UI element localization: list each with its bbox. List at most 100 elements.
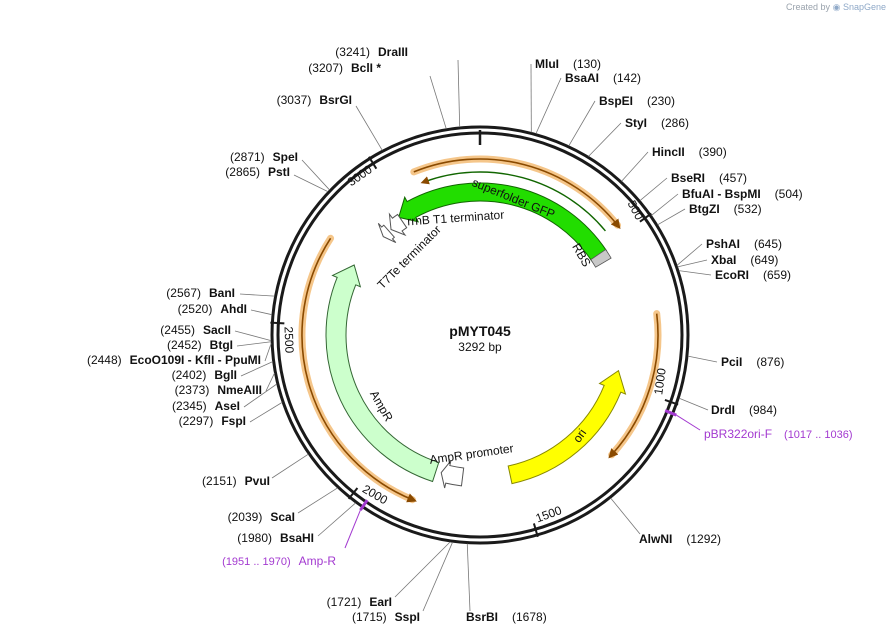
site-position: (1980) (237, 531, 272, 545)
primer-name: pBR322ori-F (704, 427, 772, 441)
site-leader-line (264, 343, 272, 362)
site-position: (3207) (308, 61, 343, 75)
restriction-site-label[interactable]: (2039) ScaI (228, 510, 295, 524)
tick-mark (664, 399, 679, 406)
site-name: HincII (652, 145, 685, 159)
site-leader-line (429, 75, 447, 129)
restriction-site-label[interactable]: StyI (286) (625, 116, 689, 130)
restriction-site-label[interactable]: (2345)AseI (172, 399, 240, 413)
restriction-site-label[interactable]: HincII (390) (652, 145, 727, 159)
restriction-site-label[interactable]: XbaI(649) (711, 253, 778, 267)
site-position: (1721) (327, 595, 362, 609)
restriction-site-label[interactable]: (2520)AhdI (178, 302, 247, 316)
restriction-site-label[interactable]: BseRI(457) (671, 171, 747, 185)
restriction-site-label[interactable]: BsaAI(142) (565, 71, 641, 85)
primer-label[interactable]: (1951 .. 1970)Amp-R (222, 554, 336, 568)
site-leader-line (293, 174, 329, 193)
tick-label: 2500 (282, 326, 297, 353)
site-name: XbaI (711, 253, 736, 267)
site-leader-line (535, 77, 562, 134)
site-name: MluI (535, 57, 559, 71)
restriction-site-label[interactable]: (2151) PvuI (202, 474, 270, 488)
restriction-site-label[interactable]: (2448)EcoO109I - KflI - PpuMI (87, 353, 261, 367)
feature-rbs[interactable] (590, 248, 612, 268)
restriction-site-label[interactable]: (3207)BclI * (308, 61, 381, 75)
site-position: (2373) (175, 383, 210, 397)
site-leader-line (568, 100, 596, 147)
site-leader-line (466, 543, 471, 612)
site-name: BtgZI (689, 202, 720, 216)
restriction-site-label[interactable]: BfuAI - BspMI(504) (682, 187, 803, 201)
features (325, 182, 627, 489)
site-leader-line (610, 497, 641, 535)
restriction-site-label[interactable]: (3037)BsrGI (277, 93, 352, 107)
site-position: (984) (749, 403, 777, 417)
site-position: (2448) (87, 353, 122, 367)
site-leader-line (678, 270, 712, 276)
primer-leader-line (344, 509, 361, 549)
site-name: FspI (221, 414, 246, 428)
feature-label-ampr-promoter: AmpR promoter (429, 441, 515, 467)
site-name: BglI (214, 368, 237, 382)
restriction-site-label[interactable]: (2455)SacII (160, 323, 231, 337)
gfp-strand-line (420, 171, 606, 232)
restriction-site-label[interactable]: EcoRI(659) (715, 268, 791, 282)
site-position: (2865) (225, 165, 260, 179)
primer-mark (359, 499, 369, 511)
credit-prefix: Created by (786, 2, 831, 12)
feature-ampr-promoter[interactable] (440, 460, 465, 489)
orf-line (608, 313, 659, 459)
restriction-site-label[interactable]: BsrBI(1678) (466, 610, 547, 624)
site-leader-line (236, 341, 272, 347)
restriction-site-label[interactable]: PshAI(645) (706, 237, 782, 251)
restriction-site-label[interactable]: (3241)DraIII (335, 45, 408, 59)
restriction-site-label[interactable]: (1721)EarI (327, 595, 392, 609)
site-position: (2455) (160, 323, 195, 337)
site-name: PvuI (245, 474, 270, 488)
feature-rrnb-terminator[interactable] (388, 212, 408, 237)
site-name: ScaI (270, 510, 295, 524)
site-name: PstI (268, 165, 290, 179)
site-name: PciI (721, 355, 742, 369)
restriction-site-label[interactable]: AlwNI(1292) (639, 532, 721, 546)
site-position: (390) (699, 145, 727, 159)
restriction-site-label[interactable]: (2402) BglI (172, 368, 237, 382)
site-name: StyI (625, 116, 647, 130)
site-position: (2039) (228, 510, 263, 524)
site-position: (142) (613, 71, 641, 85)
restriction-site-label[interactable]: (2452)BtgI (167, 338, 233, 352)
restriction-site-label[interactable]: (1980) BsaHI (237, 531, 314, 545)
restriction-site-label[interactable]: PciI (876) (721, 355, 784, 369)
restriction-site-label[interactable]: MluI(130) (535, 57, 601, 71)
restriction-site-label[interactable]: (2567)BanI (166, 286, 235, 300)
restriction-site-label[interactable]: (2871)SpeI (230, 150, 298, 164)
site-position: (286) (661, 116, 689, 130)
site-name: AseI (215, 399, 240, 413)
restriction-site-label[interactable]: (1715)SspI (352, 610, 420, 624)
restriction-site-label[interactable]: (2373) NmeAIII (175, 383, 262, 397)
site-position: (2871) (230, 150, 265, 164)
site-leader-line (265, 372, 275, 392)
feature-t7te-terminator[interactable] (377, 223, 397, 244)
tick-mark (270, 321, 285, 325)
site-position: (659) (763, 268, 791, 282)
site-position: (2151) (202, 474, 237, 488)
site-position: (876) (756, 355, 784, 369)
site-name: NmeAIII (217, 383, 262, 397)
primer-range: (1017 .. 1036) (784, 429, 853, 441)
restriction-site-label[interactable]: BspEI(230) (599, 94, 675, 108)
site-leader-line (234, 330, 272, 341)
site-name: AlwNI (639, 532, 672, 546)
restriction-site-label[interactable]: (2865) PstI (225, 165, 290, 179)
site-position: (2402) (172, 368, 207, 382)
feature-ori[interactable] (507, 369, 627, 485)
site-name: BsaHI (280, 531, 314, 545)
restriction-site-label[interactable]: (2297)FspI (179, 414, 246, 428)
site-leader-line (679, 397, 709, 411)
primer-label[interactable]: pBR322ori-F (1017 .. 1036) (704, 427, 853, 441)
restriction-site-label[interactable]: DrdI(984) (711, 403, 777, 417)
feature-ampr[interactable] (325, 264, 440, 483)
restriction-site-label[interactable]: BtgZI (532) (689, 202, 762, 216)
site-leader-line (621, 151, 649, 182)
site-position: (532) (734, 202, 762, 216)
